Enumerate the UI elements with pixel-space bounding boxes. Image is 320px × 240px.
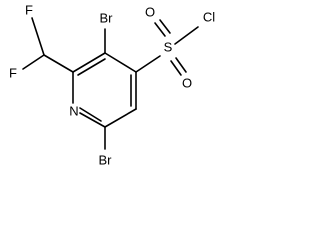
bond-s-o-right-b bbox=[175, 57, 187, 73]
bond-c2-c3 bbox=[72, 52, 106, 73]
atom-nitrogen: N bbox=[69, 104, 78, 119]
atom-oxygen-right: O bbox=[182, 76, 192, 91]
bond-s-o-left-a bbox=[154, 22, 166, 37]
chemical-structure-diagram: F F Br Br N S O O Cl bbox=[9, 3, 215, 168]
atom-chlorine: Cl bbox=[203, 10, 215, 25]
atom-sulfur: S bbox=[164, 40, 173, 55]
bond-s-cl bbox=[174, 26, 199, 45]
bond-s-o-right-a bbox=[170, 60, 182, 76]
bond-c2-c3-inner bbox=[77, 58, 106, 76]
atom-fluorine-left: F bbox=[9, 66, 17, 81]
bond-chf2-ring bbox=[43, 54, 74, 73]
bond-c4-s bbox=[135, 55, 161, 73]
bond-c6-n-inner bbox=[79, 107, 102, 122]
atom-bromine-bottom: Br bbox=[99, 153, 113, 168]
bond-c3-c4 bbox=[104, 52, 137, 73]
bond-chf2-f-top bbox=[31, 17, 45, 56]
bond-chf2-f-left bbox=[22, 54, 45, 70]
bond-c6-n bbox=[79, 112, 106, 128]
atom-oxygen-left: O bbox=[145, 5, 155, 20]
bond-s-o-left-b bbox=[159, 19, 171, 34]
atom-bromine-top: Br bbox=[100, 11, 114, 26]
atom-fluorine-top: F bbox=[25, 3, 33, 18]
bond-c5-c6 bbox=[104, 108, 137, 128]
